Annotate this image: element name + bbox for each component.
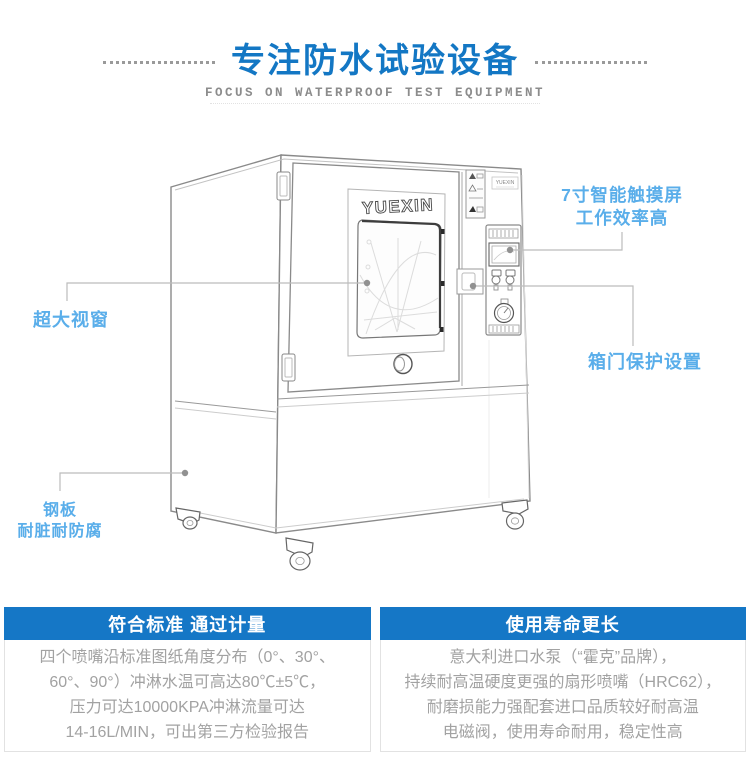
cabinet-door: YUEXIN [276, 162, 484, 393]
callout-door-protection: 箱门保护设置 [588, 352, 702, 372]
title-dotted-line-left [103, 60, 215, 64]
cabinet-base [174, 384, 530, 529]
callout-steel-line1: 钢板 [42, 502, 77, 519]
callout-window: 超大视窗 [33, 310, 109, 330]
subtitle-underline [210, 103, 540, 104]
viewing-window [356, 219, 445, 339]
title-dotted-line-right [535, 60, 647, 64]
door-lock [456, 268, 484, 295]
vent-bottom [488, 324, 520, 334]
brand-logo: YUEXIN [361, 195, 434, 218]
feature-box-lifespan: 使用寿命更长 意大利进口水泵（“霍克”品牌）， 持续耐高温硬度更强的扇形喷嘴（H… [379, 607, 746, 752]
feature-lifespan-line: 意大利进口水泵（“霍克”品牌）， [449, 649, 677, 666]
feature-standards-body: 四个喷嘴沿标准图纸角度分布（0°、30°、 60°、90°）冲淋水温可高达80℃… [4, 640, 371, 752]
door-hinges [276, 171, 296, 382]
page-subtitle: FOCUS ON WATERPROOF TEST EQUIPMENT [204, 86, 546, 100]
feature-box-standards: 符合标准 通过计量 四个喷嘴沿标准图纸角度分布（0°、30°、 60°、90°）… [4, 607, 371, 752]
feature-lifespan-line: 耐磨损能力强配套进口品质较好耐高温 [426, 699, 699, 716]
casters [175, 499, 529, 571]
callout-steel-plate: 钢板 耐脏耐防腐 [16, 500, 104, 542]
vent-top [488, 228, 519, 239]
page-header: 专注防水试验设备 [0, 42, 750, 80]
pressure-gauge [493, 298, 515, 324]
spray-pattern [359, 238, 439, 335]
callout-dots [181, 246, 514, 477]
page-title: 专注防水试验设备 [231, 42, 519, 80]
callout-touchscreen-line2: 工作效率高 [575, 208, 669, 228]
feature-standards-line: 压力可达10000KPA冲淋流量可达 [69, 699, 305, 716]
feature-lifespan-line: 持续耐高温硬度更强的扇形喷嘴（HRC62）， [404, 674, 721, 691]
panel-brand-label: YUEXIN [496, 180, 515, 186]
feature-standards-line: 60°、90°）冲淋水温可高达80℃±5℃， [49, 674, 326, 691]
warning-sticker [465, 169, 486, 219]
callout-steel-line2: 耐脏耐防腐 [17, 523, 103, 540]
feature-lifespan-line: 电磁阀，使用寿命耐用，稳定性高 [442, 724, 683, 741]
callout-touchscreen: 7寸智能触摸屏 工作效率高 [532, 184, 712, 230]
door-knob [393, 353, 413, 375]
top-rim-line [174, 158, 519, 191]
feature-lifespan-title: 使用寿命更长 [379, 607, 746, 640]
feature-section: 符合标准 通过计量 四个喷嘴沿标准图纸角度分布（0°、30°、 60°、90°）… [4, 607, 746, 752]
panel-switches [491, 269, 516, 291]
touchscreen [488, 242, 520, 267]
callout-lines [59, 232, 634, 491]
feature-standards-line: 四个喷嘴沿标准图纸角度分布（0°、30°、 [39, 649, 336, 666]
feature-lifespan-body: 意大利进口水泵（“霍克”品牌）， 持续耐高温硬度更强的扇形喷嘴（HRC62）， … [379, 640, 746, 752]
feature-standards-title: 符合标准 通过计量 [4, 607, 371, 640]
control-panel: YUEXIN [485, 174, 530, 499]
callout-touchscreen-line1: 7寸智能触摸屏 [561, 185, 683, 205]
feature-standards-line: 14-16L/MIN，可出第三方检验报告 [65, 724, 310, 741]
